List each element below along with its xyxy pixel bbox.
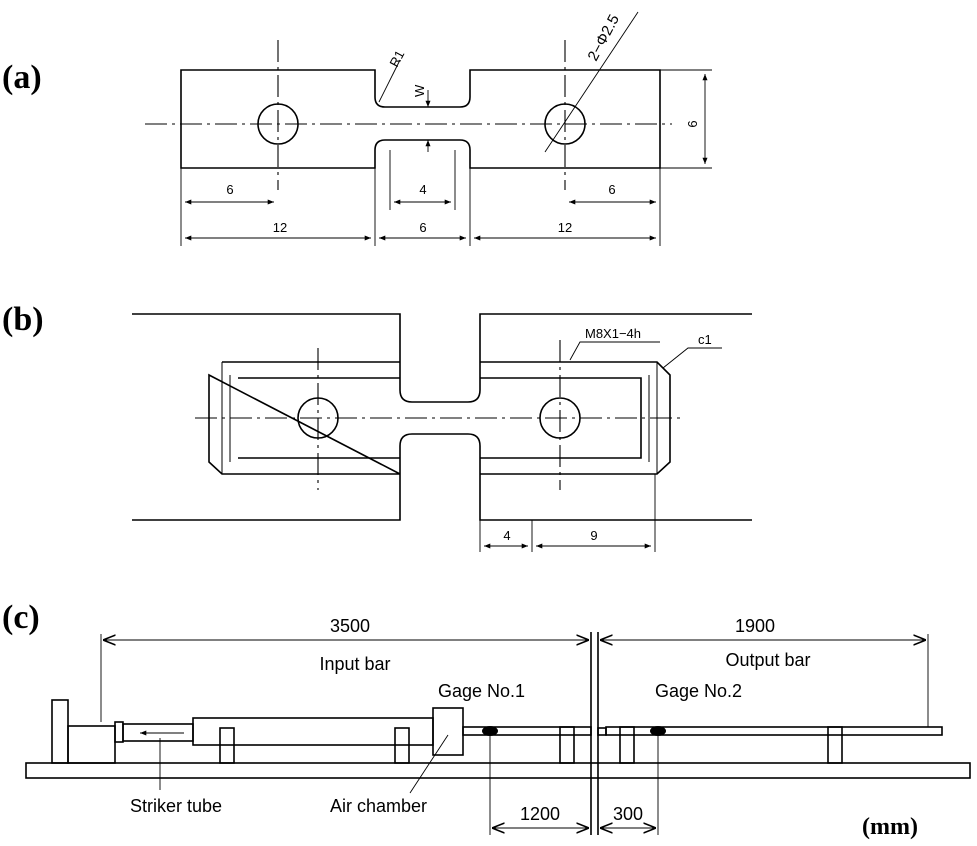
output-bar	[605, 726, 943, 736]
grip-outline-top	[132, 313, 752, 403]
hole-right-b	[539, 397, 581, 439]
left-hole-label: 6	[226, 182, 233, 197]
output-bar-label: Output bar	[725, 650, 810, 670]
panel-b: (b) M8X1−4h c1 4 9	[2, 301, 752, 552]
hole-right-a	[544, 103, 586, 145]
gage-1-label: Gage No.1	[438, 681, 525, 701]
right-length-label: 12	[558, 220, 572, 235]
w-label: W	[412, 84, 427, 97]
mid-length-label: 6	[419, 220, 426, 235]
gage-2-label: Gage No.2	[655, 681, 742, 701]
r1-leader	[378, 59, 401, 103]
hole-spec-label: 2−Φ2.5	[585, 12, 623, 64]
panel-a: (a) R1 W 2−Φ2.5 6 6 4	[2, 11, 712, 246]
input-length-label: 3500	[330, 616, 370, 636]
air-chamber-tube	[192, 717, 434, 746]
barrel	[122, 723, 194, 742]
left-length-label: 12	[273, 220, 287, 235]
hole-left-a	[257, 103, 299, 145]
air-chamber-label: Air chamber	[330, 796, 427, 816]
r1-label: R1	[386, 48, 407, 70]
output-length-label: 1900	[735, 616, 775, 636]
base-plate	[25, 762, 971, 779]
striker-tube-label: Striker tube	[130, 796, 222, 816]
gun-post	[51, 699, 69, 764]
right-hole-label: 6	[608, 182, 615, 197]
panel-a-label: (a)	[2, 59, 42, 96]
neck-label: 4	[419, 182, 426, 197]
gage-2-marker	[650, 726, 666, 736]
gage-1-marker	[482, 726, 498, 736]
height-label: 6	[685, 120, 700, 127]
gun-housing	[67, 725, 116, 764]
hole-left-b	[297, 397, 339, 439]
thread-label: M8X1−4h	[585, 326, 641, 341]
gage-2-dist-label: 300	[613, 804, 643, 824]
panel-c: (c) 3500 Input bar 1900	[2, 599, 971, 840]
input-bar-label: Input bar	[319, 654, 390, 674]
gage-1-dist-label: 1200	[520, 804, 560, 824]
chamfer-label: c1	[698, 332, 712, 347]
chamfer-leader	[662, 347, 722, 369]
panel-b-label: (b)	[2, 301, 44, 338]
dim-9-label: 9	[590, 528, 597, 543]
thread-leader	[569, 341, 660, 361]
specimen-outline-a	[180, 69, 661, 169]
units-label: (mm)	[862, 814, 918, 840]
grip-outline-bottom	[132, 433, 752, 521]
dim-4-label: 4	[503, 528, 510, 543]
hole-leader	[544, 11, 639, 153]
air-chamber	[432, 707, 464, 756]
panel-c-label: (c)	[2, 599, 40, 636]
